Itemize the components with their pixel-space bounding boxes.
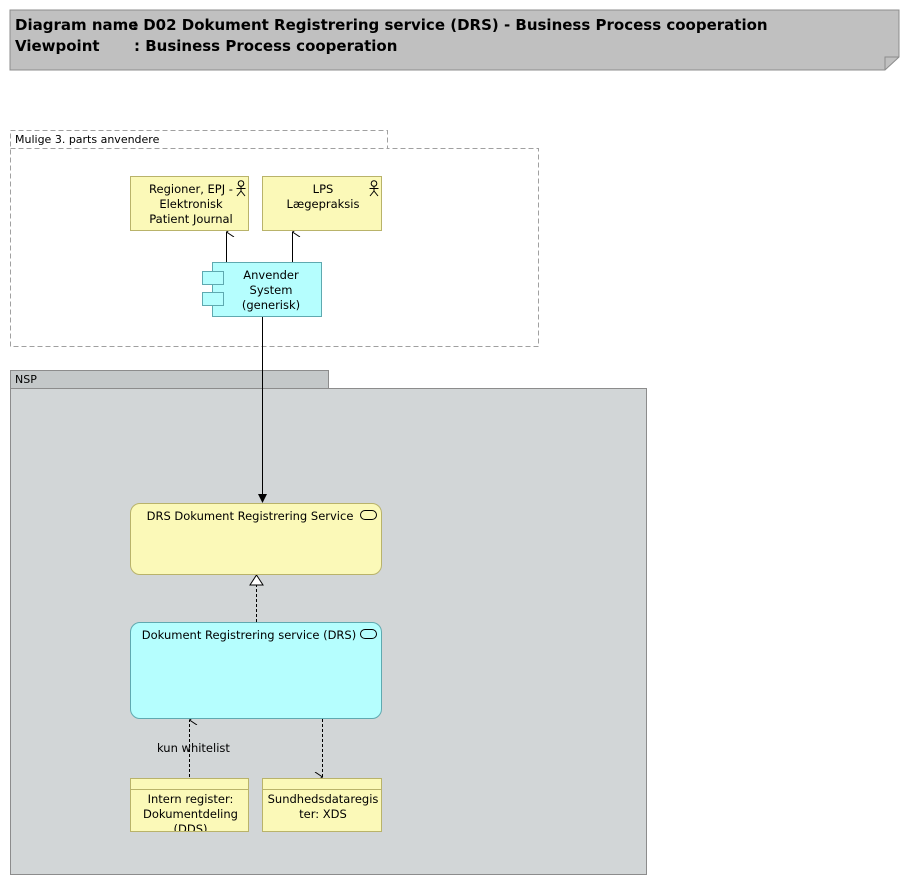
viewpoint-label: Viewpoint bbox=[15, 37, 100, 55]
data-object-header-line bbox=[131, 789, 248, 790]
flow-relation-anvender-to-service[interactable] bbox=[258, 317, 267, 503]
service-icon bbox=[360, 510, 377, 520]
viewpoint-value: : Business Process cooperation bbox=[134, 37, 398, 55]
regioner-epj-actor[interactable]: Regioner, EPJ - Elektronisk Patient Jour… bbox=[130, 176, 249, 231]
third-party-group-label: Mulige 3. parts anvendere bbox=[15, 133, 160, 146]
component-tab-icon bbox=[202, 292, 224, 306]
whitelist-relation-label: kun whitelist bbox=[157, 741, 230, 755]
actor-icon bbox=[236, 180, 246, 197]
drs-application-service-label: Dokument Registrering service (DRS) bbox=[141, 628, 357, 642]
realization-relation[interactable] bbox=[249, 574, 264, 622]
data-object-header-line bbox=[263, 789, 381, 790]
sundhedsdataregister-label: Sundhedsdataregister: XDS bbox=[267, 792, 379, 821]
lps-label: LPS Lægepraksis bbox=[286, 182, 360, 211]
drs-application-service[interactable]: Dokument Registrering service (DRS) bbox=[130, 622, 382, 719]
regioner-epj-label: Regioner, EPJ - Elektronisk Patient Jour… bbox=[149, 182, 233, 226]
service-icon bbox=[360, 629, 377, 639]
drs-business-service-label: DRS Dokument Registrering Service bbox=[146, 509, 354, 523]
sundhedsdataregister-data-object[interactable]: Sundhedsdataregister: XDS bbox=[262, 778, 382, 832]
third-party-group-outline[interactable] bbox=[10, 130, 539, 347]
drs-business-service[interactable]: DRS Dokument Registrering Service bbox=[130, 503, 382, 575]
component-tab-icon bbox=[202, 271, 224, 285]
anvender-system-component[interactable]: Anvender System (generisk) bbox=[212, 262, 322, 317]
diagram-name-label: Diagram name bbox=[15, 16, 139, 34]
anvender-system-label: Anvender System (generisk) bbox=[241, 268, 301, 312]
nsp-group-label: NSP bbox=[15, 373, 37, 386]
intern-register-data-object[interactable]: Intern register: Dokumentdeling (DDS) bbox=[130, 778, 249, 832]
diagram-header bbox=[9, 9, 900, 71]
intern-register-label: Intern register: Dokumentdeling (DDS) bbox=[143, 792, 238, 832]
actor-icon bbox=[369, 180, 379, 197]
lps-actor[interactable]: LPS Lægepraksis bbox=[262, 176, 382, 231]
diagram-name-value: : D02 Dokument Registrering service (DRS… bbox=[132, 16, 768, 34]
